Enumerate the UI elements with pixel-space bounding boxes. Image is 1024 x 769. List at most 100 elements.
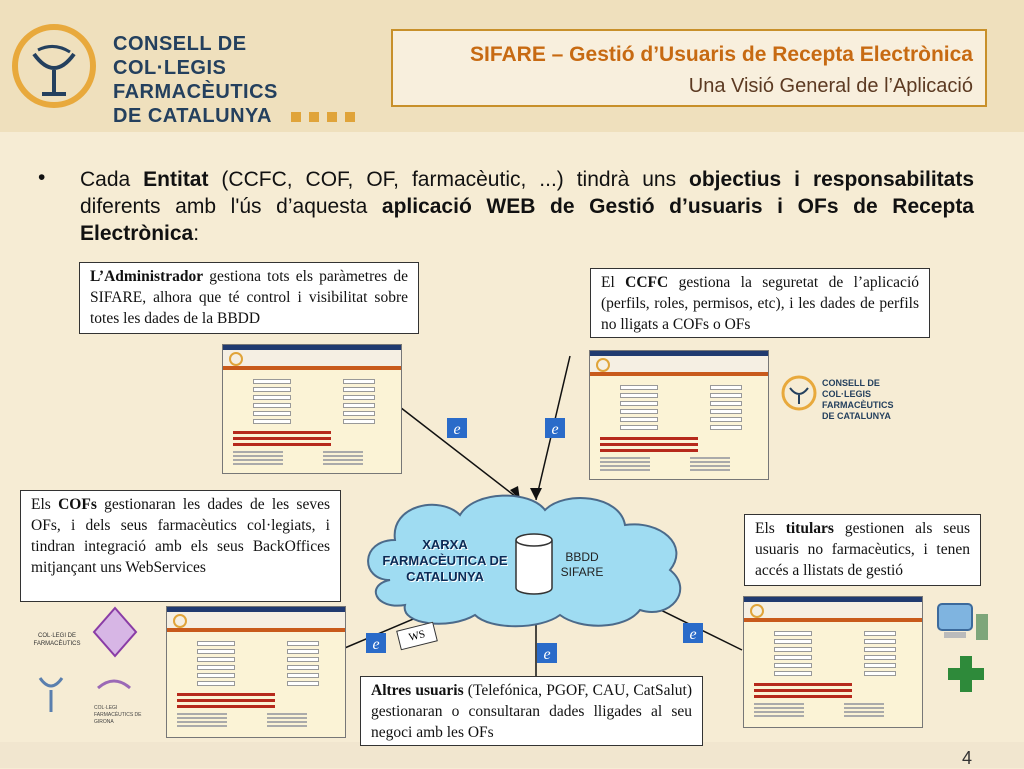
internet-explorer-icon: e <box>447 418 467 438</box>
screenshot-detail <box>233 455 283 457</box>
consell-logo-small: CONSELL DE COL·LEGIS FARMACÈUTICS DE CAT… <box>780 372 940 422</box>
screenshot-detail <box>710 385 742 390</box>
caduceus-logo-icon <box>12 24 96 108</box>
page-number: 4 <box>961 748 972 768</box>
svg-text:e: e <box>372 636 379 653</box>
screenshot-detail <box>253 395 291 400</box>
screenshot-detail <box>690 469 730 471</box>
screenshot-detail <box>754 707 804 709</box>
screenshot-detail <box>177 721 227 723</box>
screenshot-detail <box>600 437 698 440</box>
slide-title: SIFARE – Gestió d’Usuaris de Recepta Ele… <box>469 43 973 66</box>
screenshot-detail <box>173 614 187 628</box>
screenshot-detail <box>197 681 235 686</box>
bullet-text: Cada Entitat (CCFC, COF, OF, farmacèutic… <box>80 166 974 247</box>
screenshot-detail <box>620 393 658 398</box>
screenshot-detail <box>620 401 658 406</box>
screenshot-detail <box>774 663 812 668</box>
screenshot-detail <box>864 663 896 668</box>
screenshot-detail <box>233 443 331 446</box>
screenshot-detail <box>844 715 884 717</box>
screenshot-detail <box>287 641 319 646</box>
screenshot-detail <box>710 401 742 406</box>
screenshot-detail <box>253 403 291 408</box>
screenshot-detail <box>197 657 235 662</box>
screenshot-detail <box>844 703 884 705</box>
screenshot-detail <box>864 647 896 652</box>
screenshot-detail <box>343 379 375 384</box>
screenshot-detail <box>343 395 375 400</box>
screenshot-detail <box>596 358 610 372</box>
screenshot-detail <box>177 705 275 708</box>
screenshot-detail <box>323 463 363 465</box>
bullet-text-part: : <box>193 222 200 245</box>
screenshot-detail <box>744 618 922 622</box>
screenshot-detail <box>864 631 896 636</box>
screenshot-detail <box>690 461 730 463</box>
internet-explorer-icon: e <box>537 643 557 663</box>
screenshot-detail <box>620 425 658 430</box>
internet-explorer-icon: e <box>545 418 565 438</box>
screenshot-detail <box>233 463 283 465</box>
screenshot-ccfc <box>589 350 769 480</box>
screenshot-detail <box>844 711 884 713</box>
screenshot-detail <box>267 725 307 727</box>
altres-box: Altres usuaris (Telefónica, PGOF, CAU, C… <box>360 676 703 746</box>
screenshot-detail <box>600 443 698 446</box>
college-logo-cat: COL·LEGI DE FARMACÈUTICS <box>33 633 81 647</box>
screenshot-detail <box>223 366 401 370</box>
screenshot-detail <box>774 639 812 644</box>
screenshot-detail <box>750 604 764 618</box>
screenshot-detail <box>177 717 227 719</box>
cofs-box: Els COFs gestionaran les dades de les se… <box>20 490 341 602</box>
screenshot-detail <box>197 665 235 670</box>
titulars-box: Els titulars gestionen als seus usuaris … <box>744 514 981 586</box>
screenshot-detail <box>253 379 291 384</box>
screenshot-detail <box>774 655 812 660</box>
network-label: XARXA FARMACÈUTICA DE CATALUNYA <box>382 537 508 584</box>
screenshot-detail <box>167 607 345 612</box>
screenshot-detail <box>253 419 291 424</box>
slide-subtitle: Una Visió General de l’Aplicació <box>688 75 973 97</box>
screenshot-detail <box>590 351 768 356</box>
screenshot-detail <box>177 725 227 727</box>
screenshot-detail <box>600 457 650 459</box>
screenshot-cofs <box>166 606 346 738</box>
screenshot-detail <box>343 419 375 424</box>
svg-text:e: e <box>551 421 558 438</box>
screenshot-detail <box>253 411 291 416</box>
screenshot-detail <box>600 469 650 471</box>
screenshot-detail <box>177 699 275 702</box>
screenshot-detail <box>600 461 650 463</box>
computer-icon <box>937 603 988 640</box>
screenshot-detail <box>774 647 812 652</box>
screenshot-detail <box>600 449 698 452</box>
screenshot-detail <box>620 409 658 414</box>
screenshot-detail <box>167 628 345 632</box>
bullet-text-part: diferents amb l'ús d’aquesta <box>80 195 382 218</box>
bullet-text-part: (CCFC, COF, OF, farmacèutic, ...) tindrà… <box>208 168 690 191</box>
screenshot-detail <box>267 717 307 719</box>
logo-text: CONSELL DE COL·LEGIS FARMACÈUTICS DE CAT… <box>113 32 358 128</box>
screenshot-detail <box>287 665 319 670</box>
bullet-text-part: Entitat <box>143 168 209 191</box>
screenshot-detail <box>600 465 650 467</box>
internet-explorer-icon: e <box>683 623 703 643</box>
college-emblem-icon <box>92 606 138 658</box>
screenshot-detail <box>287 681 319 686</box>
bullet-text-part: Cada <box>80 168 144 191</box>
arrow-ccfc <box>530 488 542 500</box>
bullet-text-part: aplicació WEB de Gestió d’usuaris i OFs … <box>80 195 974 245</box>
screenshot-detail <box>197 673 235 678</box>
screenshot-detail <box>864 671 896 676</box>
screenshot-detail <box>744 597 922 602</box>
screenshot-detail <box>754 689 852 692</box>
database-icon <box>515 533 553 595</box>
screenshot-detail <box>744 602 922 618</box>
footer-band <box>0 742 1024 768</box>
screenshot-detail <box>253 387 291 392</box>
screenshot-detail <box>323 455 363 457</box>
screenshot-detail <box>177 713 227 715</box>
screenshot-titulars <box>743 596 923 728</box>
girona-emblem-icon <box>97 679 131 690</box>
